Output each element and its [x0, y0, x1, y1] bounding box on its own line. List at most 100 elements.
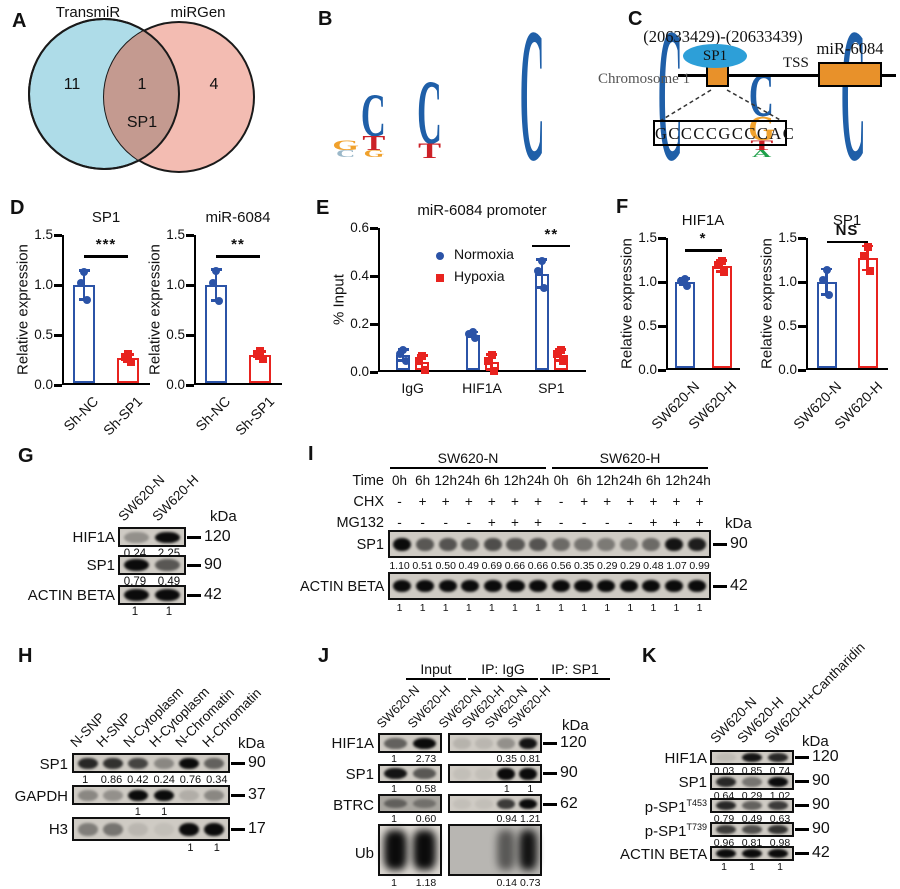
blot-box	[118, 527, 186, 547]
y-tick	[54, 284, 62, 287]
marker-dash	[795, 827, 809, 831]
blot-lane	[100, 756, 125, 770]
protein-band	[642, 580, 661, 592]
protein-band	[529, 537, 548, 551]
protein-band	[664, 537, 684, 551]
protein-band	[383, 830, 408, 870]
protein-label: SP1	[620, 773, 707, 791]
y-tick	[370, 275, 378, 278]
chx-cell: +	[649, 494, 658, 509]
marker-dash	[231, 793, 245, 797]
blot-lane	[640, 575, 663, 597]
protein-band	[551, 580, 570, 592]
plot-area	[666, 238, 740, 370]
venn-left-count: 11	[63, 76, 81, 93]
kda-marker: 120	[187, 528, 231, 546]
header-row-label: MG132	[336, 515, 384, 531]
protein-band	[767, 849, 789, 858]
protein-band	[77, 822, 98, 836]
venn-left-outline	[28, 18, 180, 170]
protein-band	[741, 801, 763, 810]
significance-label: **	[544, 225, 559, 243]
chx-cell: +	[534, 494, 542, 509]
protein-label: ACTIN BETA	[27, 587, 115, 604]
venn-overlap	[104, 22, 179, 169]
blot-box	[710, 798, 794, 813]
y-tick-label: 1.0	[34, 277, 53, 292]
y-axis-label: Relative expression	[758, 238, 776, 370]
blot-lane	[473, 736, 495, 750]
blot-lane	[410, 736, 439, 750]
y-axis-label: Relative expression	[146, 244, 164, 376]
chart-title: SP1	[832, 212, 862, 229]
band-lane-strip	[451, 767, 539, 780]
value: 0.35	[496, 753, 517, 765]
blot-box	[710, 773, 794, 790]
value: 0.86	[100, 774, 123, 786]
significance-line	[826, 240, 868, 244]
bar	[857, 258, 878, 368]
chromosome-line	[678, 74, 896, 77]
logo-letter-C: C	[416, 60, 442, 164]
blot-lane	[617, 533, 640, 555]
blot-lane	[381, 767, 410, 780]
value: 1	[627, 602, 634, 614]
blot-lane	[75, 788, 100, 802]
panel-label-D: D	[10, 197, 25, 219]
panel-label-I: I	[308, 443, 314, 465]
blot-lane	[495, 736, 517, 750]
venn-overlap-count: 1	[137, 76, 147, 93]
blot-lane	[617, 575, 640, 597]
blot-box	[388, 530, 711, 558]
kda-marker: 90	[795, 820, 830, 838]
mir-gene-label: miR-6084	[816, 39, 884, 58]
protein-band	[453, 767, 471, 780]
value	[448, 877, 472, 889]
protein-band	[438, 580, 457, 592]
value: 1	[488, 602, 495, 614]
value: 1.21	[520, 813, 541, 825]
y-tick	[370, 371, 378, 374]
marker-dash	[187, 535, 201, 539]
time-cell: 12h	[665, 473, 688, 488]
protein-band	[597, 580, 616, 592]
data-point	[80, 267, 88, 276]
band-lane-strip	[713, 776, 791, 787]
value: 0.66	[527, 560, 549, 572]
plot-area	[378, 228, 586, 372]
kda-marker: 90	[795, 772, 830, 790]
mg132-cell: -	[581, 515, 587, 530]
value: 1	[558, 602, 564, 614]
significance-label: *	[699, 230, 707, 248]
protein-label: SP1	[86, 557, 115, 574]
kda-marker: 120	[543, 734, 587, 752]
band-lane-strip	[381, 797, 439, 810]
mg132-cell: -	[604, 515, 610, 530]
marker-kda: 42	[730, 577, 748, 594]
blot-lane	[663, 533, 686, 555]
value: 1	[165, 606, 173, 618]
blot-lane	[482, 533, 505, 555]
significance-label: ***	[95, 236, 117, 253]
blot-lane	[451, 736, 473, 750]
value: 0.49	[458, 560, 479, 572]
protein-band	[412, 737, 437, 749]
value: 0.56	[550, 560, 572, 572]
value: 0.35	[573, 560, 595, 572]
blot-lane	[739, 776, 765, 787]
time-cell: 24h	[619, 473, 642, 488]
marker-kda: 42	[812, 844, 830, 861]
kda-header: kDa	[725, 515, 752, 532]
protein-band	[687, 580, 706, 592]
marker-dash	[231, 761, 245, 765]
value: 1	[527, 783, 534, 795]
ip-blot-box	[448, 794, 542, 813]
y-tick-label: 0.5	[34, 327, 53, 342]
